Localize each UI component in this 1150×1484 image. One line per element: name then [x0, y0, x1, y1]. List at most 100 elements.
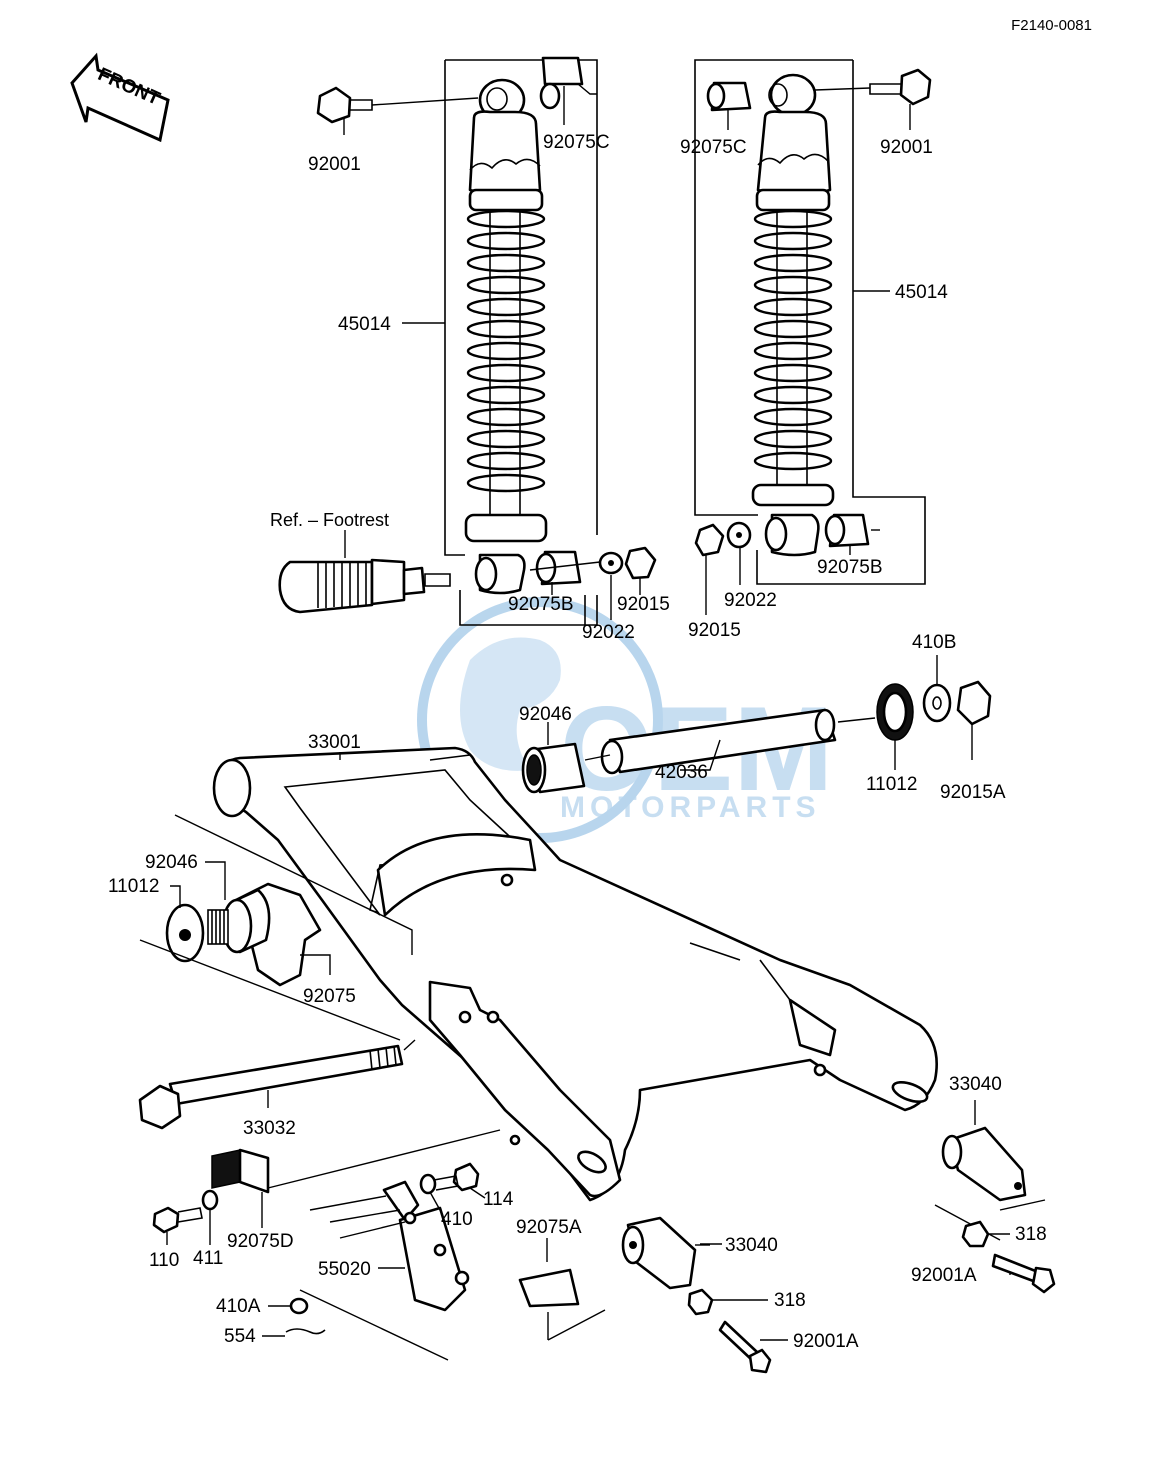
- callout-33032: 33032: [243, 1118, 296, 1139]
- shock-absorber-left: [316, 56, 657, 626]
- chain-guard-arc: [376, 833, 537, 917]
- callout-114: 114: [483, 1189, 514, 1210]
- callout-110: 110: [149, 1250, 179, 1271]
- spring-coils: [753, 209, 833, 471]
- callout-92001-left: 92001: [308, 154, 361, 175]
- callout-42036: 42036: [655, 762, 708, 783]
- top-cover: [756, 110, 832, 197]
- bolt-shank: [869, 83, 903, 95]
- leader-line: [837, 717, 876, 723]
- front-arrow: FRONT: [70, 52, 170, 143]
- bolt-110-head: [152, 1206, 180, 1234]
- spring-coil: [466, 275, 546, 295]
- leader-line: [371, 97, 479, 106]
- callout-554: 554: [224, 1326, 256, 1347]
- nut-92015: [694, 523, 725, 557]
- axle-slot-left: [577, 1150, 607, 1174]
- leader-line: [403, 1039, 416, 1051]
- spring-coil: [466, 209, 546, 229]
- bolt-head: [748, 1348, 772, 1374]
- lower-eye: [474, 556, 498, 592]
- brace-line: [689, 942, 791, 1001]
- callout-55020: 55020: [318, 1259, 371, 1280]
- sleeve-end: [600, 739, 624, 775]
- callout-92022-left: 92022: [582, 622, 635, 643]
- spring-coils: [466, 209, 546, 493]
- spring-coil: [753, 231, 833, 251]
- spring-coil: [753, 385, 833, 405]
- callout-92075B-left: 92075B: [508, 594, 574, 615]
- axle-slot-right: [891, 1080, 929, 1104]
- spring-seat: [468, 188, 544, 212]
- mount-hole: [813, 1063, 827, 1077]
- washer-hole: [932, 696, 942, 710]
- callout-92046-left: 92046: [145, 852, 198, 873]
- bushing-end: [706, 82, 726, 110]
- callout-92075: 92075: [303, 986, 356, 1007]
- nut-92015: [624, 546, 657, 580]
- spring-coil: [466, 297, 546, 317]
- adjuster-33040: [948, 1126, 1027, 1202]
- lower-spring-seat: [464, 513, 548, 543]
- pivot-tube-end: [212, 758, 252, 818]
- mount-hole: [509, 1134, 521, 1146]
- guide-hole: [454, 1270, 470, 1286]
- spring-coil: [466, 363, 546, 383]
- cover-edge: [757, 153, 829, 166]
- callout-92075B-right: 92075B: [817, 557, 883, 578]
- callout-11012-right: 11012: [866, 774, 917, 795]
- washer-hole: [608, 560, 614, 566]
- axis-line: [139, 939, 401, 1041]
- footrest-reference-note: Ref. – Footrest: [270, 510, 389, 530]
- damper-rod: [489, 209, 521, 516]
- cover-edge: [469, 158, 541, 171]
- axis-line: [299, 1289, 606, 1361]
- bolt-shaft: [168, 1044, 404, 1106]
- washer-410: [419, 1173, 437, 1195]
- bracket-line: [756, 60, 926, 585]
- callout-45014-left: 45014: [338, 314, 391, 335]
- guide-hole: [403, 1211, 417, 1225]
- leader-line: [309, 1195, 406, 1239]
- spring-coil: [466, 407, 546, 427]
- pivot-bolt-33032: [138, 1039, 416, 1130]
- seal-hole: [179, 929, 191, 941]
- lower-eye: [764, 516, 788, 552]
- nut-92015A: [956, 680, 992, 726]
- callout-45014-right: 45014: [895, 282, 948, 303]
- callout-92046-top: 92046: [519, 704, 572, 725]
- spring-coil: [753, 319, 833, 339]
- guide-hole: [433, 1243, 447, 1257]
- bracket-line: [459, 590, 598, 626]
- bracket-line: [694, 59, 853, 516]
- bolt-92001A: [991, 1253, 1040, 1284]
- spring-coil: [466, 429, 546, 449]
- oil-seal-face: [882, 691, 908, 733]
- chain-adjuster-plate: [428, 980, 622, 1198]
- swing-arm-inner: [283, 769, 522, 916]
- callout-92001A-right: 92001A: [911, 1265, 977, 1286]
- bracket-line: [445, 59, 598, 535]
- washer-410A: [289, 1297, 309, 1315]
- spring-coil: [466, 385, 546, 405]
- callout-33040-right: 33040: [949, 1074, 1002, 1095]
- callout-410B: 410B: [912, 632, 956, 653]
- bolt-head-92001: [899, 68, 932, 106]
- callout-92022-right: 92022: [724, 590, 777, 611]
- swing-arm-33001: [174, 746, 938, 1202]
- eye-hole: [486, 87, 508, 111]
- spring-coil: [466, 341, 546, 361]
- callout-318-right: 318: [1015, 1224, 1047, 1245]
- spring-coil: [753, 275, 833, 295]
- footrest-reference: [278, 530, 451, 614]
- adjuster-center: [621, 1216, 772, 1374]
- bolt-110-shank: [177, 1207, 203, 1223]
- adjuster-hole: [1014, 1182, 1022, 1190]
- slider-92075A: [518, 1268, 580, 1308]
- spring-coil: [753, 429, 833, 449]
- spring-coil: [753, 341, 833, 361]
- watermark-globe: [460, 637, 561, 771]
- bolt-thread: [369, 1045, 397, 1071]
- axis-line: [429, 754, 611, 761]
